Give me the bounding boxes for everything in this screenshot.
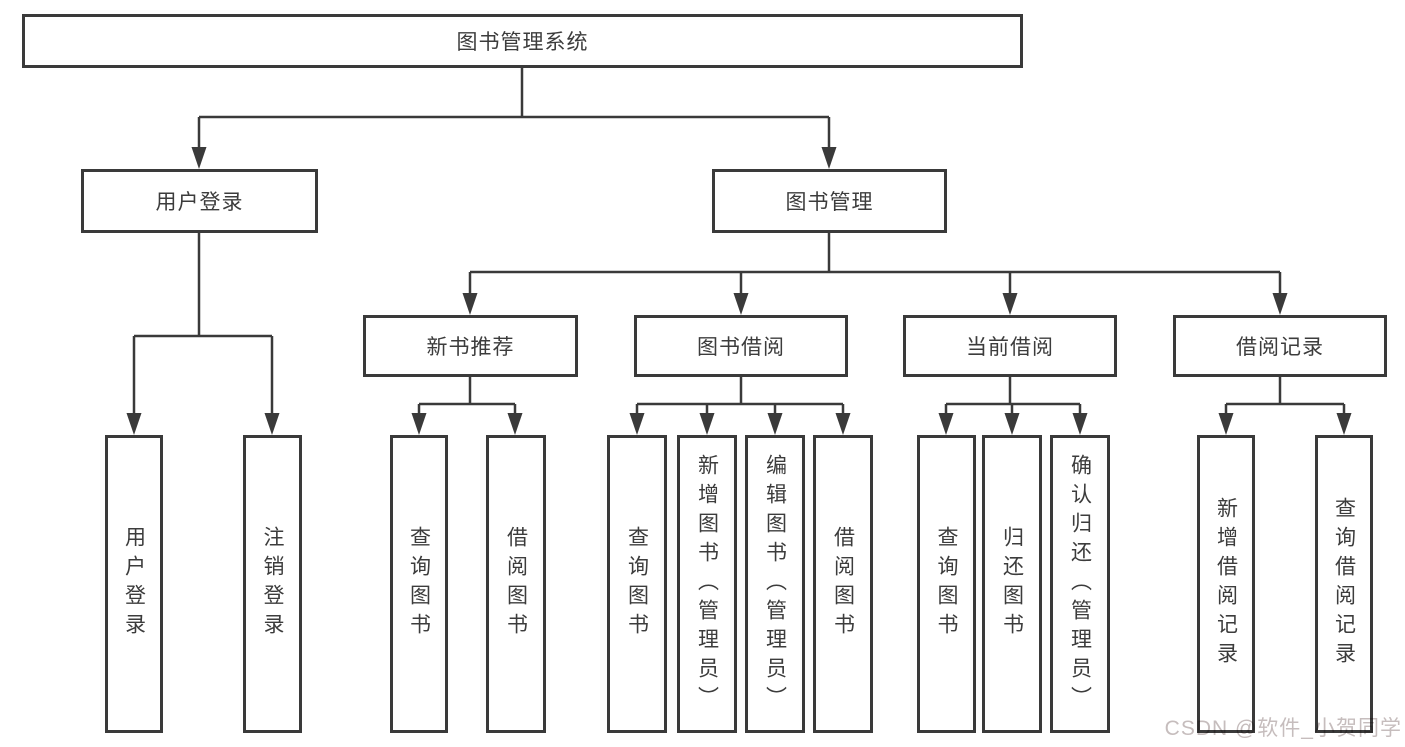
node-book-management: 图书管理: [712, 169, 947, 233]
node-user-login: 用户登录: [81, 169, 318, 233]
leaf-borrow-books-recommend: 借阅图书: [486, 435, 546, 733]
node-user-login-label: 用户登录: [155, 191, 244, 214]
leaf-edit-book-admin-label: 编辑图书（管理员）: [763, 453, 787, 715]
node-current-borrowing-label: 当前借阅: [966, 336, 1054, 359]
leaf-confirm-return-admin: 确认归还（管理员）: [1050, 435, 1110, 733]
leaf-return-books: 归还图书: [982, 435, 1042, 733]
leaf-add-borrow-record-label: 新增借阅记录: [1214, 497, 1238, 671]
leaf-query-books-recommend: 查询图书: [390, 435, 448, 733]
leaf-query-borrow-record: 查询借阅记录: [1315, 435, 1373, 733]
node-book-borrowing: 图书借阅: [634, 315, 848, 377]
leaf-query-borrow-record-label: 查询借阅记录: [1332, 497, 1356, 671]
node-book-borrowing-label: 图书借阅: [697, 336, 785, 359]
leaf-add-book-admin-label: 新增图书（管理员）: [695, 453, 719, 715]
watermark: CSDN @软件_小贺同学: [1164, 717, 1402, 740]
node-new-book-recommendation: 新书推荐: [363, 315, 578, 377]
leaf-edit-book-admin: 编辑图书（管理员）: [745, 435, 805, 733]
leaf-borrow-books: 借阅图书: [813, 435, 873, 733]
leaf-logout-label: 注销登录: [261, 526, 284, 642]
leaf-query-books-current: 查询图书: [917, 435, 976, 733]
leaf-borrow-books-label: 借阅图书: [831, 526, 855, 642]
node-new-book-recommendation-label: 新书推荐: [426, 336, 515, 359]
leaf-user-login-label: 用户登录: [122, 526, 146, 642]
leaf-borrow-books-recommend-label: 借阅图书: [504, 526, 528, 642]
node-borrowing-records: 借阅记录: [1173, 315, 1387, 377]
node-root-label: 图书管理系统: [456, 31, 589, 54]
leaf-query-books-current-label: 查询图书: [935, 526, 958, 642]
leaf-add-book-admin: 新增图书（管理员）: [677, 435, 737, 733]
node-book-management-label: 图书管理: [785, 191, 874, 214]
leaf-return-books-label: 归还图书: [1000, 526, 1024, 642]
leaf-query-books-recommend-label: 查询图书: [407, 526, 431, 642]
node-root: 图书管理系统: [22, 14, 1023, 68]
leaf-query-books-borrow: 查询图书: [607, 435, 667, 733]
node-current-borrowing: 当前借阅: [903, 315, 1117, 377]
leaf-user-login: 用户登录: [105, 435, 163, 733]
leaf-confirm-return-admin-label: 确认归还（管理员）: [1068, 453, 1092, 715]
leaf-logout: 注销登录: [243, 435, 302, 733]
node-borrowing-records-label: 借阅记录: [1236, 336, 1324, 359]
leaf-add-borrow-record: 新增借阅记录: [1197, 435, 1255, 733]
leaf-query-books-borrow-label: 查询图书: [625, 526, 649, 642]
